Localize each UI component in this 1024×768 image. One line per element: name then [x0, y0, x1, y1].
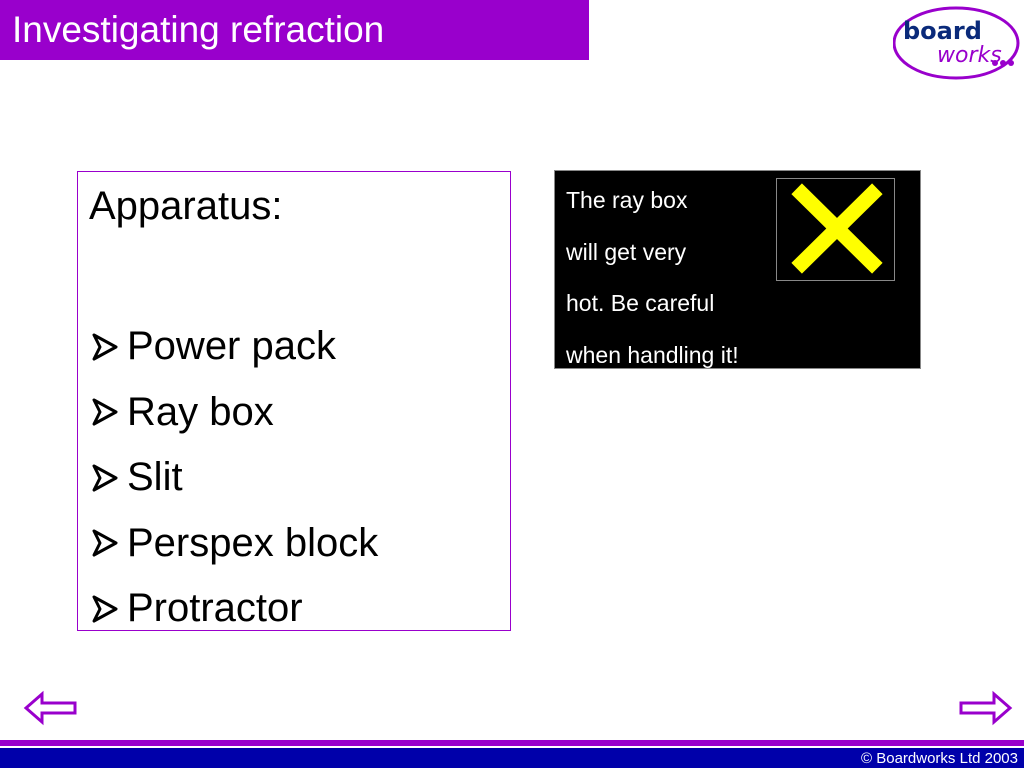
back-button[interactable] [22, 688, 78, 728]
hazard-cross-icon [791, 183, 883, 274]
list-item: Power pack [91, 314, 378, 380]
svg-text:works: works [937, 43, 1002, 68]
list-item-label: Power pack [127, 324, 336, 368]
warning-line: hot. Be careful [566, 290, 715, 316]
apparatus-heading: Apparatus: [89, 184, 283, 228]
arrow-bullet-icon [92, 333, 118, 361]
list-item: Perspex block [91, 511, 378, 577]
arrow-bullet-icon [92, 398, 118, 426]
logo-graphic: board works [892, 6, 1020, 80]
safety-warning-panel: The ray box will get very hot. Be carefu… [554, 170, 921, 369]
right-arrow-icon [959, 690, 1013, 726]
list-item: Protractor [91, 576, 378, 642]
arrow-bullet-icon [92, 529, 118, 557]
footer-bar: © Boardworks Ltd 2003 [0, 748, 1024, 768]
warning-text: The ray box will get very hot. Be carefu… [566, 175, 796, 381]
list-item-label: Protractor [127, 586, 303, 630]
copyright-text: © Boardworks Ltd 2003 [861, 750, 1018, 767]
list-item-label: Perspex block [127, 520, 379, 565]
forward-button[interactable] [958, 688, 1014, 728]
list-item: Ray box [91, 380, 378, 446]
left-arrow-icon [23, 690, 77, 726]
hazard-symbol-panel [776, 178, 895, 281]
arrow-bullet-icon [92, 464, 118, 492]
footer-divider [0, 740, 1024, 746]
warning-line: when handling it! [566, 341, 739, 368]
title-bar: Investigating refraction [0, 0, 589, 60]
list-item-label: Ray box [127, 389, 274, 434]
apparatus-panel: Apparatus: Power pack Ray box Slit Persp… [77, 171, 511, 631]
list-item-label: Slit [127, 455, 183, 499]
arrow-bullet-icon [92, 595, 118, 623]
apparatus-list: Power pack Ray box Slit Perspex block Pr… [91, 314, 378, 642]
warning-line: will get very [566, 238, 687, 265]
boardworks-logo: board works [892, 6, 1021, 80]
svg-text:board: board [903, 17, 982, 45]
warning-line: The ray box [566, 187, 688, 213]
slide-title: Investigating refraction [12, 9, 385, 50]
list-item: Slit [91, 445, 378, 511]
